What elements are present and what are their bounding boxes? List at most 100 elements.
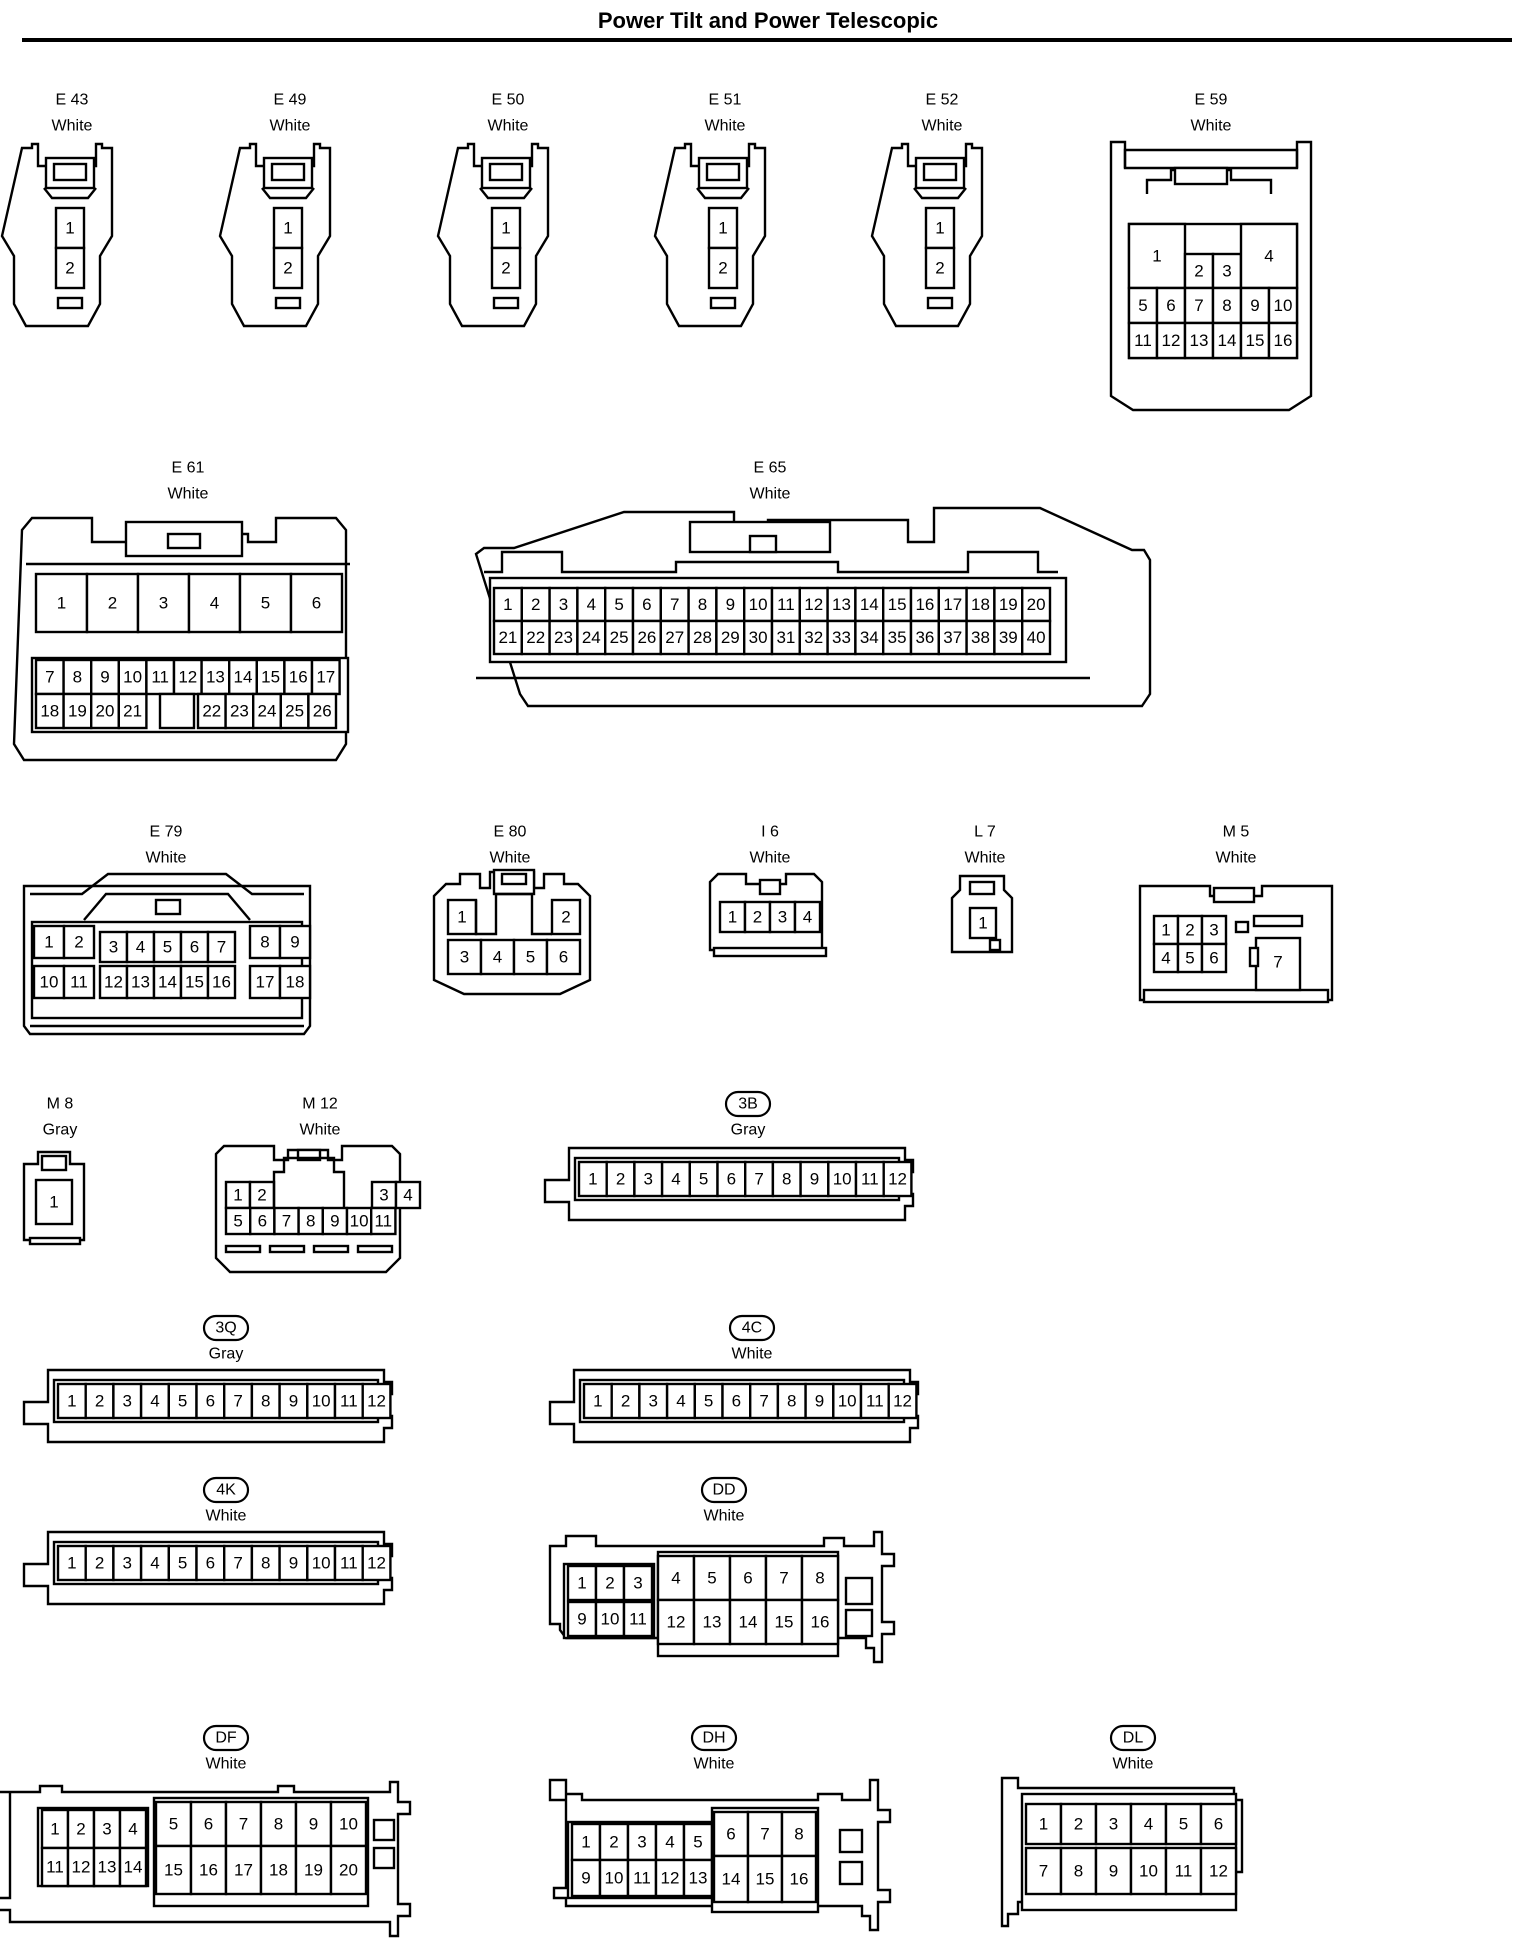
pin-number: 16 [212,973,231,992]
pin-number: 1 [1039,1815,1048,1834]
pin-number: 2 [95,1392,104,1411]
pin-cavity [248,964,282,1000]
pin-cavity [1155,286,1187,325]
base [712,946,828,958]
pin-cavity [937,619,968,656]
pin-cavity [924,246,956,290]
connector-id: L 7 [974,824,996,841]
pin-number: 28 [693,628,712,647]
connector-color: White [490,850,531,867]
pin-cavity [492,619,523,656]
pin-cavity [800,1598,840,1646]
pin-number: 3 [637,1833,646,1852]
pin-number: 25 [610,628,629,647]
pin-cavity [179,930,210,964]
pin-cavity [117,692,148,730]
pin-number: 13 [206,668,225,687]
pin-cavity [84,1382,115,1420]
housing-outline [12,516,348,762]
pin-cavity [707,246,739,290]
latch-arm [479,187,533,200]
pin-number: 10 [833,1170,852,1189]
pin-cavity [550,898,582,936]
lock-slot [56,296,84,310]
pin-number: 15 [1246,331,1265,350]
housing-outline [0,1780,412,1938]
pin-cavity [718,900,747,934]
pin-cavity [799,1160,830,1198]
pin-number: 8 [73,668,82,687]
pin-number: 7 [239,1815,248,1834]
lock-slot [709,296,737,310]
pin-number: 10 [350,1212,369,1231]
pin-number: 10 [312,1392,331,1411]
pin-number: 5 [704,1392,713,1411]
latch-window [748,534,778,554]
connector-color: Gray [209,1346,244,1363]
pin-cavity [289,572,344,634]
pin-cavity [446,898,478,936]
pin-number: 22 [526,628,545,647]
pin-number: 5 [1185,949,1194,968]
pin-number: 9 [100,668,109,687]
pin-cavity [780,1854,818,1904]
connector-color: White [694,1756,735,1773]
pin-cavity [1094,1846,1133,1896]
pin-cavity [654,1822,686,1862]
pin-number: 4 [403,1186,412,1205]
pin-number: 16 [811,1613,830,1632]
connector-color: White [704,1508,745,1525]
housing-outline [950,874,1014,954]
base [28,1236,82,1246]
pin-number: 39 [999,628,1018,647]
pin-cavity [32,924,66,960]
pin-cavity [1239,222,1299,290]
pin-number: 24 [582,628,601,647]
connector-color: White [732,1346,773,1363]
latch [1212,886,1256,904]
pin-number: 6 [312,594,321,613]
pin-number: 10 [601,1610,620,1629]
pin-number: 3 [633,1574,642,1593]
connector-color: White [750,486,791,503]
pin-number: 9 [1109,1862,1118,1881]
connector-id: M 8 [47,1096,74,1113]
pin-number: 11 [1134,331,1152,350]
pin-number: 6 [206,1554,215,1573]
pin-number: 4 [150,1392,159,1411]
pin-cavity [832,1382,863,1420]
pin-number: 8 [1222,296,1231,315]
pin-cavity [34,572,89,634]
latch-arm [696,187,750,200]
latch-window [270,162,306,182]
pin-cavity [56,1382,87,1420]
latch-window [488,162,524,182]
pin-cavity [659,619,690,656]
connector-id: E 49 [274,92,307,109]
pin-cavity [329,1800,368,1848]
pin-number: 5 [1179,1815,1188,1834]
pin-cavity [715,619,746,656]
pin-number: 12 [1209,1862,1228,1881]
pin-number: 2 [605,1574,614,1593]
pin-cavity [278,1544,309,1582]
pin-number: 6 [204,1815,213,1834]
pin-number: 32 [804,628,823,647]
pin-number: 15 [888,595,907,614]
pin-number: 4 [587,595,596,614]
pin-number: 9 [581,1869,590,1888]
pin-cavity [798,586,829,623]
connector-color: White [1191,118,1232,135]
pin-cavity [598,1822,630,1862]
base [1142,988,1330,1004]
